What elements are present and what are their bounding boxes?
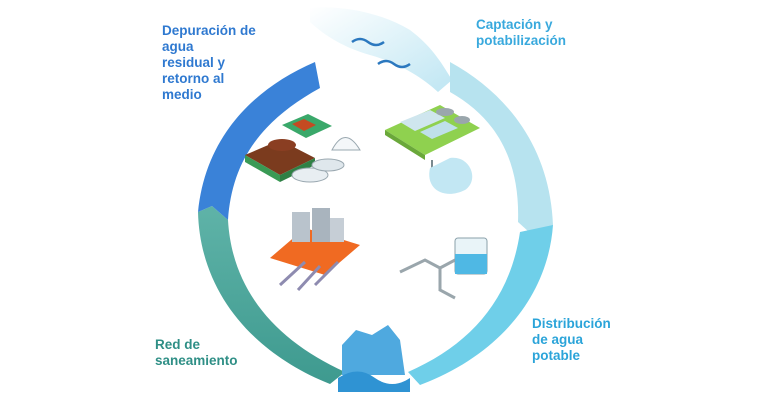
label-red-saneamiento: Red de saneamiento — [155, 337, 238, 368]
river-shape — [310, 7, 452, 92]
arc-depuracion — [198, 62, 320, 220]
river-wave-2 — [377, 59, 411, 69]
arc-distribucion — [408, 225, 553, 385]
river-wave-1 — [351, 37, 385, 47]
arc-red — [198, 206, 345, 384]
urban-water-icon — [338, 325, 410, 392]
label-depuracion: Depuración de agua residual y retorno al… — [162, 23, 256, 102]
label-captacion: Captación y potabilización — [476, 17, 567, 48]
potabilization-plant-icon — [385, 105, 480, 194]
water-tank-icon — [399, 237, 488, 300]
treatment-plant-icon — [245, 114, 361, 183]
city-icon — [270, 208, 360, 292]
arc-captacion — [450, 62, 553, 242]
label-distribucion: Distribución de agua potable — [532, 316, 611, 363]
